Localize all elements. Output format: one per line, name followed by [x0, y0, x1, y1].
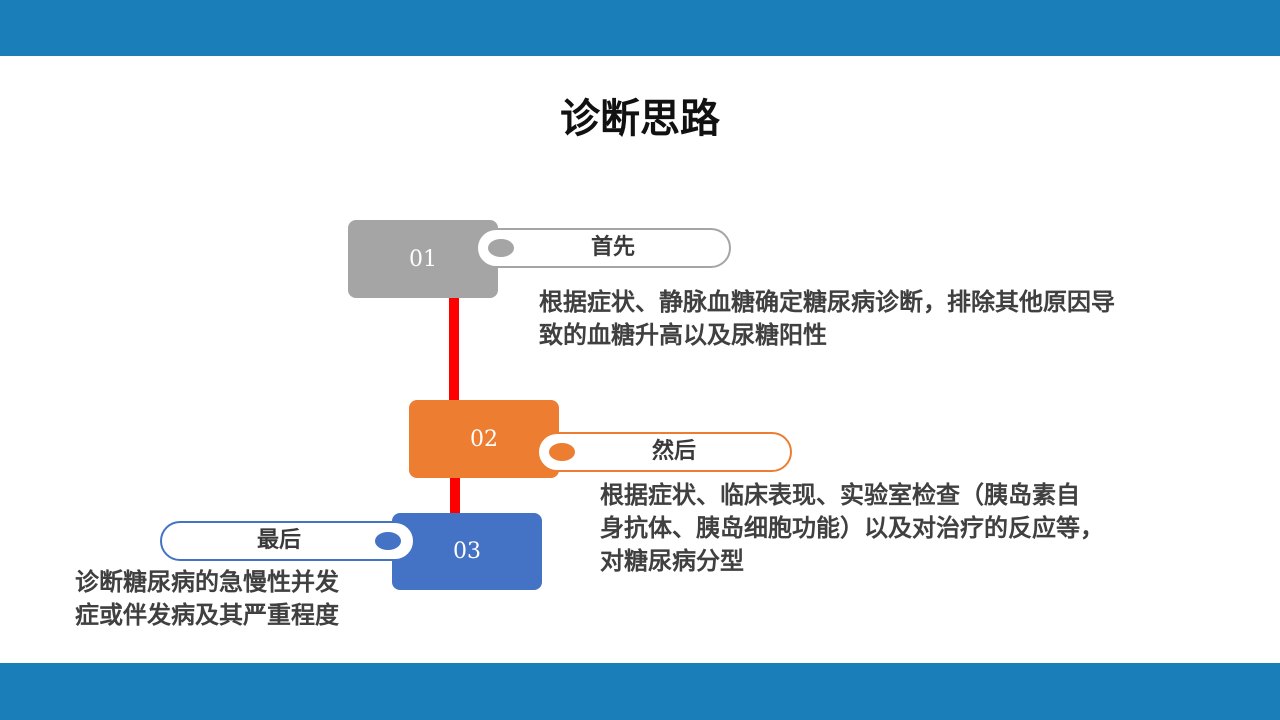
- step-03-label: 最后: [256, 528, 301, 553]
- step-01-dot: [488, 239, 514, 257]
- step-02-number: 02: [470, 426, 498, 452]
- step-03-box: 03: [392, 513, 542, 590]
- step-02-dot: [549, 443, 575, 461]
- step-03-pill: 最后: [160, 521, 415, 561]
- step-02-pill: 然后: [537, 432, 792, 472]
- top-band: [0, 0, 1280, 56]
- step-01-number: 01: [409, 246, 437, 272]
- step-01-pill: 首先: [476, 228, 731, 268]
- page-title: 诊断思路: [560, 96, 720, 142]
- connector-01-02: [449, 296, 459, 402]
- step-01-label: 首先: [590, 235, 635, 260]
- step-01-description: 根据症状、静脉血糖确定糖尿病诊断，排除其他原因导 致的血糖升高以及尿糖阳性: [539, 288, 1115, 349]
- connector-02-03: [450, 478, 460, 516]
- step-01-box: 01: [348, 220, 498, 298]
- step-03-description: 诊断糖尿病的急慢性并发 症或伴发病及其严重程度: [75, 568, 339, 629]
- step-02-label: 然后: [651, 439, 696, 464]
- step-03-dot: [375, 532, 401, 550]
- step-03-number: 03: [453, 539, 481, 564]
- step-02-description: 根据症状、临床表现、实验室检查（胰岛素自 身抗体、胰岛细胞功能）以及对治疗的反应…: [600, 481, 1104, 575]
- step-02-box: 02: [409, 400, 559, 478]
- bottom-band: [0, 663, 1280, 720]
